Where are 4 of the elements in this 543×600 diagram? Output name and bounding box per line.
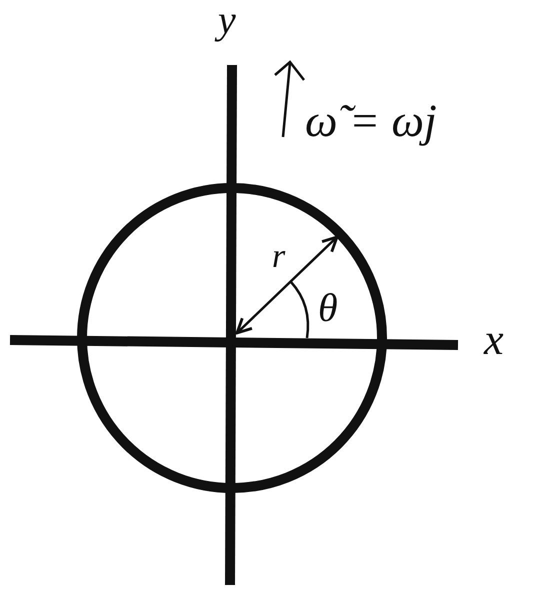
axis-label: ω̃ = ωj	[305, 98, 437, 144]
axis-label: r	[272, 240, 286, 274]
axis-label: x	[484, 318, 504, 362]
axis-label: θ	[318, 288, 338, 328]
